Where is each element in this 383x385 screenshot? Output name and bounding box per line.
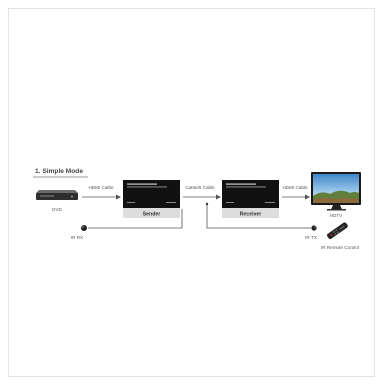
ir-rx-label: IR RX [71, 235, 83, 240]
diagram-title: 1. Simple Mode [35, 168, 83, 175]
ir-tx-cable [206, 205, 311, 229]
tv-icon [311, 172, 361, 211]
dvd-player-icon [36, 190, 78, 200]
ir-jack-icon [205, 202, 209, 206]
hdtv-label: HDTV [330, 213, 343, 218]
ir-rx-cable [88, 209, 183, 229]
sender-unit [123, 180, 180, 218]
receiver-label: Receiver [240, 212, 262, 218]
ir-transmitter-icon [311, 225, 317, 231]
dvd-label: DVD [52, 207, 62, 212]
ir-receiver-icon [81, 225, 87, 231]
hdmi-cable-out-label: HDMI Cable [282, 185, 307, 190]
hdmi-cable-in-label: HDMI Cable [88, 185, 113, 190]
receiver-unit [222, 180, 279, 218]
remote-control-label: IR Remote Control [321, 245, 359, 250]
ir-tx-label: IR TX [305, 235, 317, 240]
remote-control-icon [327, 222, 348, 239]
sender-label: Sender [143, 212, 161, 218]
cat-cable-label: Cat5e/6 Cable [185, 185, 215, 190]
